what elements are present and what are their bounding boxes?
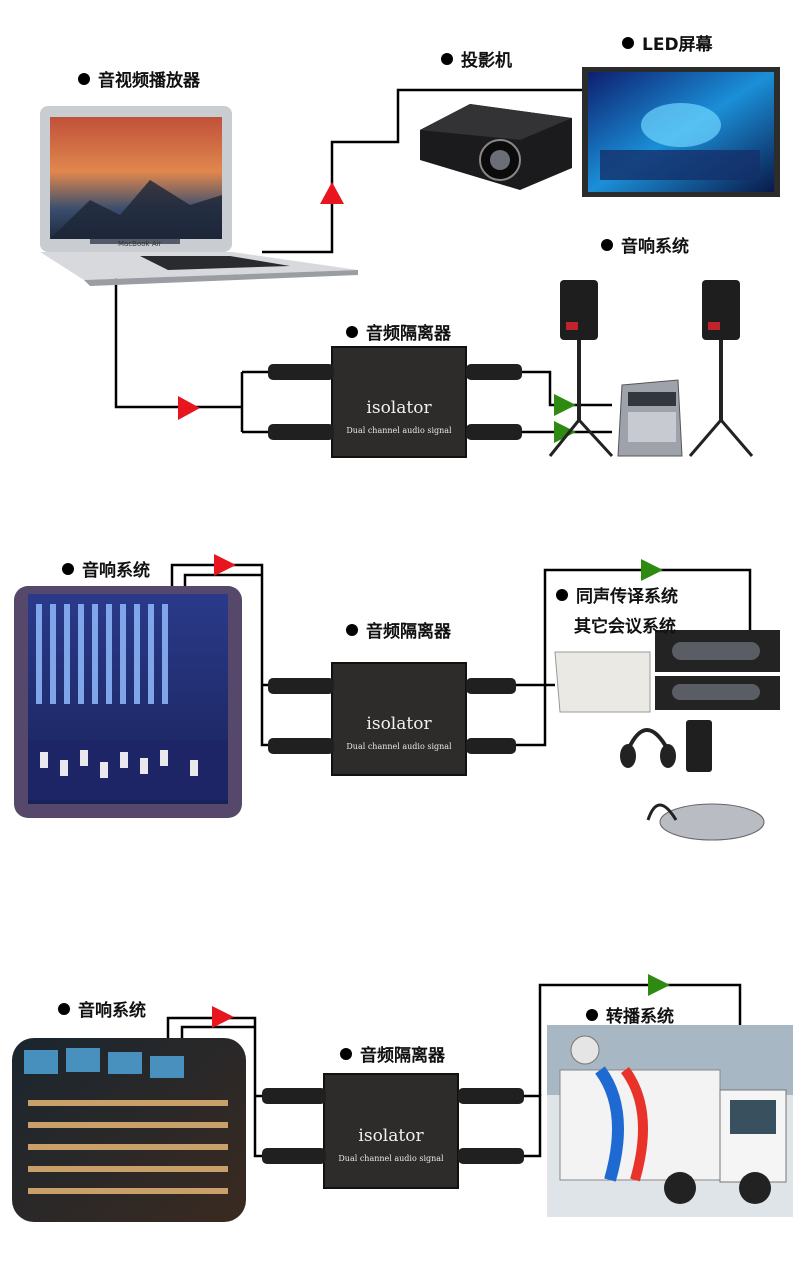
- isolator-label-2: 音频隔离器: [346, 617, 451, 642]
- mixing-console-illustration: [14, 586, 242, 818]
- projector-label: 投影机: [441, 46, 512, 71]
- isolator-box-1: [268, 346, 522, 458]
- bullet-icon: [441, 53, 453, 65]
- player-label: 音视频播放器: [78, 66, 200, 91]
- projector-illustration: [420, 104, 572, 190]
- output-arrow-2: [641, 559, 663, 581]
- broadcast-truck-illustration: [547, 1025, 793, 1217]
- bullet-icon: [556, 589, 568, 601]
- output-arrow-1b: [554, 421, 576, 443]
- isolator-subtitle-3: Dual channel audio signal: [338, 1154, 444, 1163]
- sound-system-label-1: 音响系统: [601, 232, 689, 257]
- laptop-brand: MacBook Air: [118, 240, 162, 248]
- isolator-label-1: 音频隔离器: [346, 319, 451, 344]
- input-arrow-3: [212, 1006, 234, 1028]
- sound-system-label-2: 音响系统: [62, 556, 150, 581]
- sound-system-label-3: 音响系统: [58, 996, 146, 1021]
- bullet-icon: [346, 326, 358, 338]
- input-arrow-1b: [178, 396, 200, 420]
- conference-label: 其它会议系统: [574, 617, 676, 637]
- broadcast-label: 转播系统: [586, 1002, 674, 1027]
- isolator-box-2: [268, 662, 516, 776]
- led-screen-illustration: [582, 67, 780, 197]
- wires-section-3: [166, 983, 742, 1158]
- bullet-icon: [78, 73, 90, 85]
- output-arrow-1a: [554, 394, 576, 416]
- isolator-subtitle-1: Dual channel audio signal: [346, 426, 452, 435]
- bullet-icon: [601, 239, 613, 251]
- bullet-icon: [346, 624, 358, 636]
- bullet-icon: [58, 1003, 70, 1015]
- input-arrow-1a: [320, 182, 344, 204]
- isolator-brand-1: isolator: [366, 398, 432, 418]
- isolator-brand-2: isolator: [366, 714, 432, 734]
- isolator-subtitle-2: Dual channel audio signal: [346, 742, 452, 751]
- isolator-label-3: 音频隔离器: [340, 1041, 445, 1066]
- broadcast-console-illustration: [12, 1038, 246, 1222]
- bullet-icon: [340, 1048, 352, 1060]
- output-arrow-3: [648, 974, 670, 996]
- bullet-icon: [62, 563, 74, 575]
- speaker-system-illustration: [548, 280, 754, 458]
- interpretation-label: 同声传译系统: [556, 582, 678, 607]
- conference-equipment-illustration: [554, 630, 780, 841]
- isolator-box-3: [262, 1073, 524, 1189]
- input-arrow-2: [214, 554, 236, 576]
- isolator-brand-3: isolator: [358, 1126, 424, 1146]
- bullet-icon: [622, 37, 634, 49]
- wires-section-1: [114, 88, 612, 434]
- bullet-icon: [586, 1009, 598, 1021]
- led-screen-label: LED屏幕: [622, 30, 713, 55]
- laptop-illustration: [40, 106, 358, 286]
